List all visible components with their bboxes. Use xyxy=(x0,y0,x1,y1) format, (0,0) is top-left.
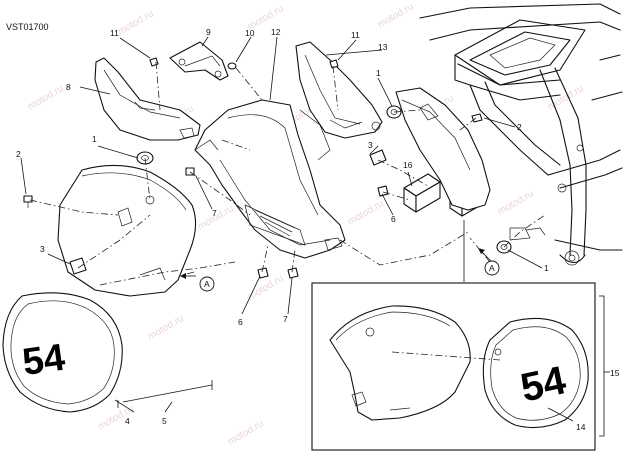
callout-9: 9 xyxy=(206,27,211,37)
inset-detail-box: 54 xyxy=(311,282,596,451)
race-number-inset: 54 xyxy=(517,358,570,410)
callout-1-low: 1 xyxy=(544,263,549,273)
reference-marker-right-label: A xyxy=(489,263,495,273)
callout-2-left: 2 xyxy=(16,149,21,159)
part-9-bracket xyxy=(169,41,229,81)
part-12-center-fairing xyxy=(194,99,346,259)
callout-10: 10 xyxy=(245,28,255,38)
watermark-11: motod.ru xyxy=(346,198,386,227)
callout-5: 5 xyxy=(162,416,167,426)
callout-1-top: 1 xyxy=(376,68,381,78)
reference-marker-left: A xyxy=(180,273,215,292)
callout-6-right: 6 xyxy=(391,214,396,224)
callout-8: 8 xyxy=(66,82,71,92)
number-plate-left: 54 xyxy=(2,292,123,413)
callout-12: 12 xyxy=(271,27,281,37)
frame-structure xyxy=(419,3,623,266)
callout-16: 16 xyxy=(403,160,413,170)
callout-6-left: 6 xyxy=(238,317,243,327)
drawing-code: VST01700 xyxy=(6,22,49,32)
race-number-left: 54 xyxy=(20,337,68,384)
watermark-15: motod.ru xyxy=(246,273,286,302)
callout-14: 14 xyxy=(576,422,586,432)
callout-13: 13 xyxy=(378,42,388,52)
part-13-inner-panel xyxy=(295,41,383,139)
leader-lines xyxy=(20,36,610,437)
watermark-14: motod.ru xyxy=(146,313,186,342)
watermark-12: motod.ru xyxy=(496,188,536,217)
callout-3-left: 3 xyxy=(40,244,45,254)
left-side-fairing-panel xyxy=(57,164,197,297)
callout-2-right: 2 xyxy=(517,122,522,132)
reference-marker-left-label: A xyxy=(204,279,210,289)
callout-11-right: 11 xyxy=(351,30,360,40)
callout-4: 4 xyxy=(125,416,130,426)
right-side-panel xyxy=(395,87,491,211)
callout-labels: 1 1 1 2 2 3 3 4 5 6 6 7 7 8 9 10 11 11 1… xyxy=(16,27,620,432)
callout-7-mid: 7 xyxy=(283,314,288,324)
callout-11-left: 11 xyxy=(110,28,119,38)
watermark-8: motod.ru xyxy=(546,83,586,112)
part-8-bracket xyxy=(94,57,201,141)
assembly-lines xyxy=(29,61,546,361)
reference-marker-right: A xyxy=(478,248,500,276)
callout-1-mid: 1 xyxy=(92,134,97,144)
watermark-3: motod.ru xyxy=(376,1,416,30)
watermark-17: motod.ru xyxy=(226,418,266,447)
callout-15: 15 xyxy=(610,368,620,378)
callout-7-left: 7 xyxy=(212,208,217,218)
callout-3-mid: 3 xyxy=(368,140,373,150)
watermark-1: motod.ru xyxy=(116,8,156,37)
watermark-4: motod.ru xyxy=(26,83,66,112)
